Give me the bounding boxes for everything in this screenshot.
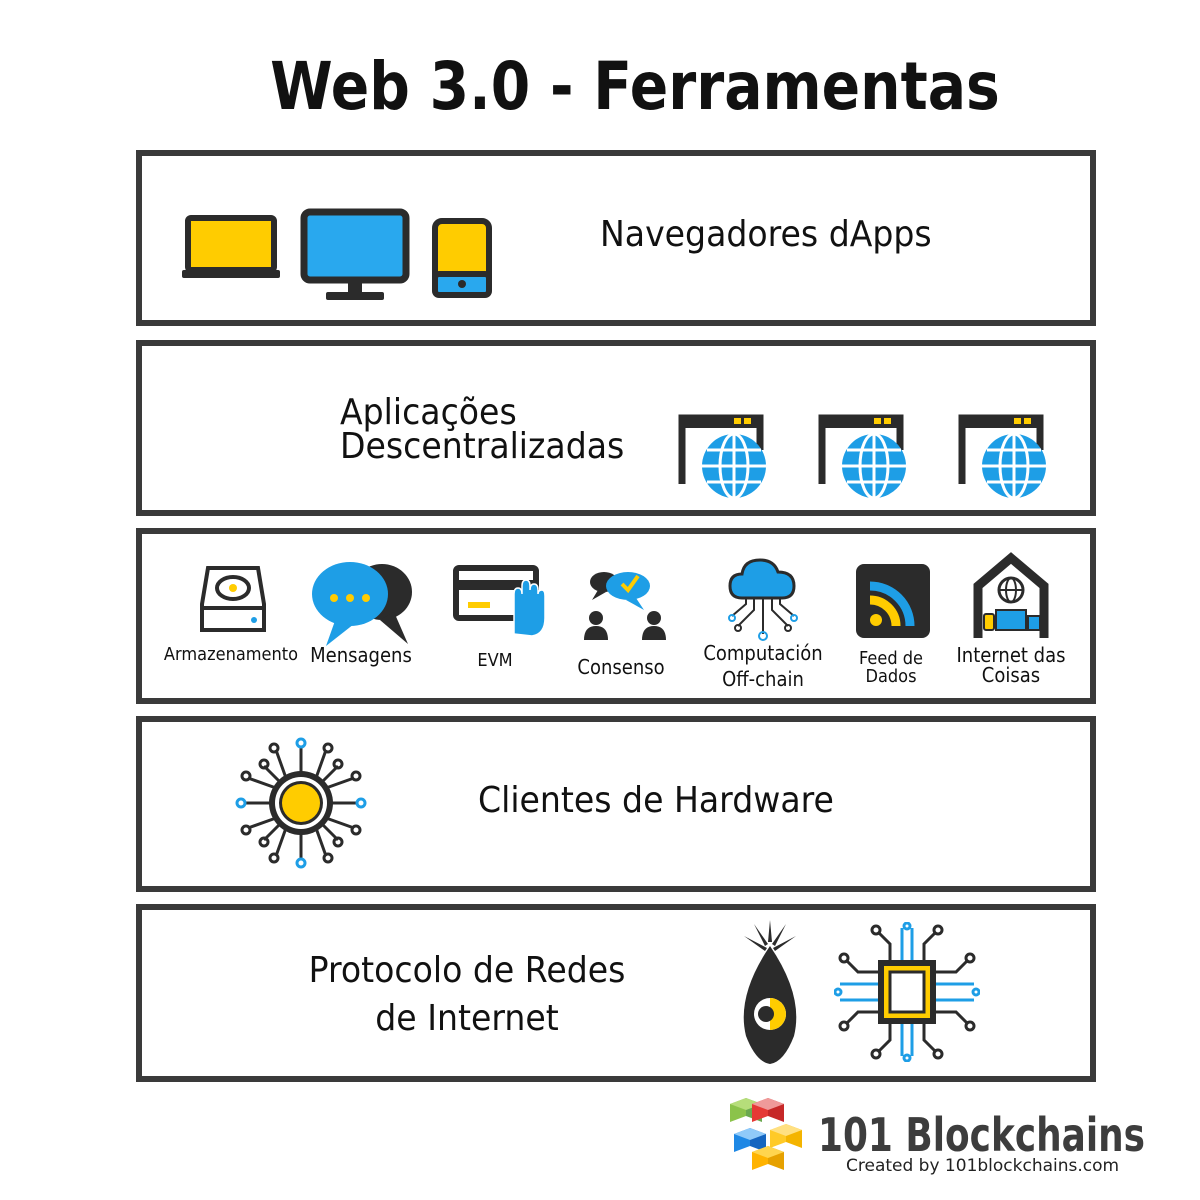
service-label-datafeed-line1: Feed de: [858, 648, 924, 669]
service-label-iot-line2: Coisas: [981, 663, 1041, 687]
layer-label-protocol-line1: Protocolo de Redes: [308, 950, 626, 991]
laptop-icon: [182, 215, 280, 278]
service-label-offchain-line1: Computación: [703, 641, 823, 665]
web-app-window-icon: [678, 414, 766, 500]
cloud-network-icon: [728, 558, 798, 641]
rss-feed-icon: [856, 564, 930, 638]
logo-subtitle: Created by 101blockchains.com: [846, 1156, 1120, 1176]
layer-label-hardware: Clientes de Hardware: [478, 780, 834, 821]
layer-label-browsers: Navegadores dApps: [600, 214, 932, 255]
monitor-icon: [300, 208, 410, 300]
consensus-people-icon: [584, 572, 666, 640]
card-hand-icon: [453, 565, 546, 637]
smart-home-icon: [973, 552, 1049, 638]
network-chip-icon: [834, 922, 980, 1062]
layer-services: Armazenamento Mensagens EVM Consenso: [136, 528, 1096, 704]
layer-decentralized-apps: Aplicações Descentralizadas: [136, 340, 1096, 516]
layer-hardware-clients: Clientes de Hardware: [136, 716, 1096, 892]
tablet-icon: [432, 218, 492, 298]
service-label-evm: EVM: [477, 650, 513, 671]
layer-label-protocol-line2: de Internet: [375, 998, 559, 1039]
service-label-iot-line1: Internet das: [956, 643, 1066, 667]
layer-label-apps-line2: Descentralizadas: [340, 426, 625, 467]
service-label-datafeed-line2: Dados: [865, 666, 917, 687]
service-label-consensus: Consenso: [577, 655, 665, 679]
layer-label-apps-line1: Aplicações: [340, 392, 517, 433]
storage-drive-icon: [200, 566, 266, 632]
chat-bubbles-icon: [312, 562, 412, 646]
service-label-offchain-line2: Off-chain: [722, 667, 804, 691]
web-app-window-icon: [958, 414, 1046, 500]
page-title: Web 3.0 - Ferramentas: [270, 48, 1000, 125]
network-drop-icon: [743, 920, 797, 1064]
service-label-messages: Mensagens: [310, 643, 412, 667]
blockchains-cubes-logo-icon: [730, 1098, 802, 1170]
service-label-storage: Armazenamento: [163, 644, 299, 665]
layer-dapp-browsers: Navegadores dApps: [136, 150, 1096, 326]
web-app-window-icon: [818, 414, 906, 500]
hardware-node-icon: [235, 737, 367, 869]
logo-name: 101 Blockchains: [818, 1108, 1146, 1162]
layer-network-protocol: Protocolo de Redes de Internet: [136, 904, 1096, 1082]
